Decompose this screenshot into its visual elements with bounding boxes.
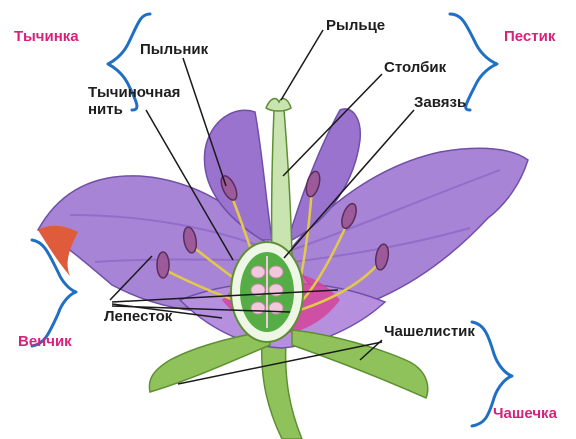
pistil-style xyxy=(272,110,292,258)
label-style: Столбик xyxy=(384,59,447,76)
sepal-left xyxy=(149,330,270,392)
label-calyx: Чашечка xyxy=(493,405,558,422)
label-pistil: Пестик xyxy=(504,28,556,45)
label-filament-line2: нить xyxy=(88,101,123,118)
label-petal: Лепесток xyxy=(104,308,173,325)
pistil-stigma xyxy=(266,99,291,111)
label-anther: Пыльник xyxy=(140,41,209,58)
brace-corolla xyxy=(32,240,76,346)
label-stigma: Рыльце xyxy=(326,17,385,34)
label-stamen: Тычинка xyxy=(14,28,79,45)
sepal-right xyxy=(292,330,428,398)
label-sepal: Чашелистик xyxy=(384,323,475,340)
label-filament-line1: Тычиночная xyxy=(88,84,180,101)
stem xyxy=(262,340,302,439)
label-ovary: Завязь xyxy=(414,94,466,111)
label-corolla: Венчик xyxy=(18,333,72,350)
